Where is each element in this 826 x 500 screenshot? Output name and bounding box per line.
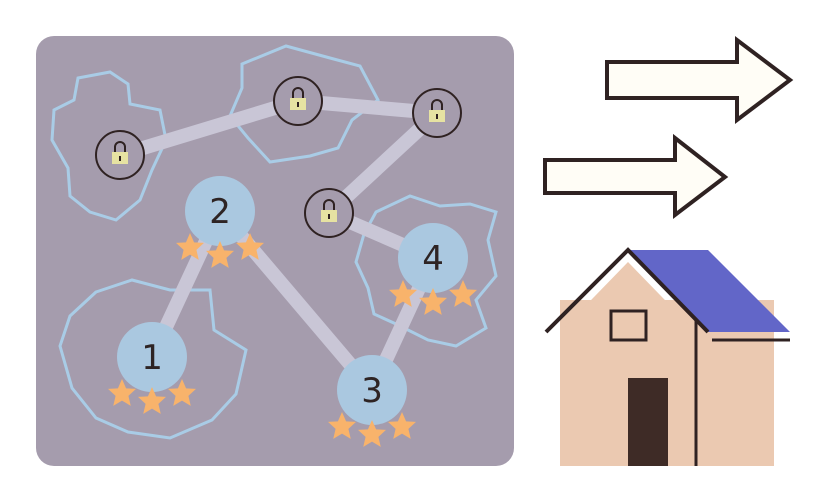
level-node-1[interactable]: 1 [108, 322, 196, 414]
region-outline [50, 70, 168, 222]
locked-node[interactable] [412, 88, 462, 138]
lock-icon [429, 99, 445, 122]
door [628, 378, 668, 466]
level-node-3[interactable]: 3 [328, 355, 416, 447]
locked-node[interactable] [304, 188, 354, 238]
path-edge [113, 94, 305, 162]
path-edge [213, 204, 379, 397]
level-node-4[interactable]: 4 [389, 223, 477, 315]
lock-icon [290, 87, 306, 110]
window [609, 309, 648, 342]
region-outline [354, 194, 498, 348]
locked-node[interactable] [95, 130, 145, 180]
lock-icon [112, 141, 128, 164]
arrow-right-icon [543, 133, 729, 220]
arrow-right-icon [605, 35, 794, 125]
level-number: 4 [422, 239, 444, 279]
locked-node[interactable] [273, 76, 323, 126]
level-number: 1 [141, 338, 163, 378]
level-number: 2 [209, 192, 231, 232]
house-icon [544, 247, 790, 466]
level-node-2[interactable]: 2 [176, 176, 264, 268]
locked-nodes [95, 76, 462, 238]
level-number: 3 [361, 371, 383, 411]
lock-icon [321, 199, 337, 222]
